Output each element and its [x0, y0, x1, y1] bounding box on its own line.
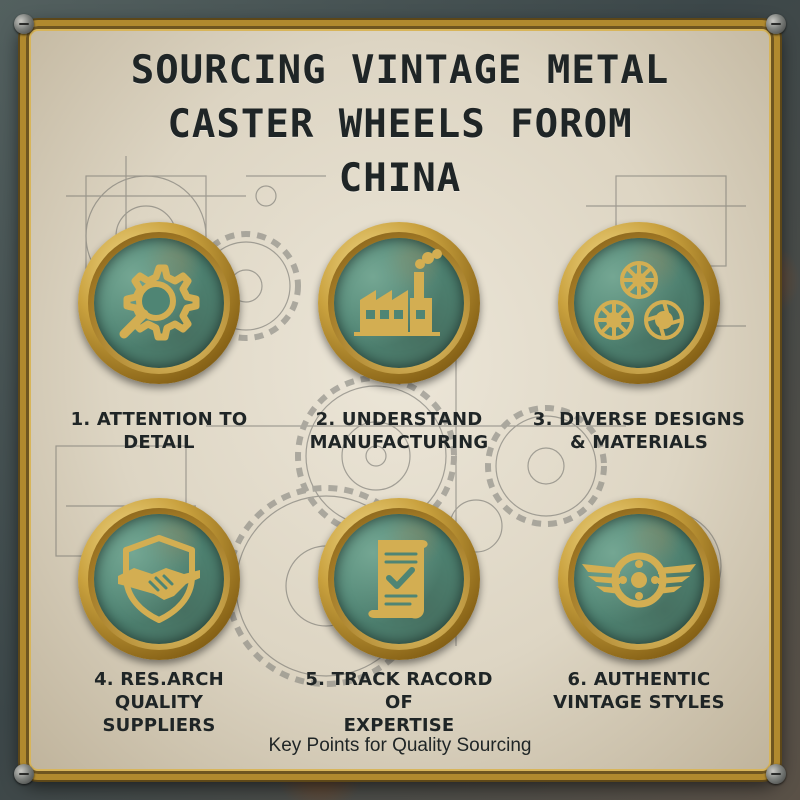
title-line-2: CASTER WHEELS FOROM	[167, 102, 633, 147]
rivet-bottom-right	[766, 764, 786, 784]
badge-diverse-designs	[558, 222, 720, 384]
certificate-scroll-icon	[368, 540, 428, 619]
gear-magnifier-icon	[119, 264, 200, 341]
badge-attention-to-detail	[78, 222, 240, 384]
winged-wheel-icon	[582, 552, 696, 608]
badge-authentic-styles	[558, 498, 720, 660]
poster-title: SOURCING VINTAGE METAL CASTER WHEELS FOR…	[30, 44, 770, 206]
rivet-bottom-left	[14, 764, 34, 784]
rivet-top-left	[14, 14, 34, 34]
item-label-3: 3. DIVERSE DESIGNS& MATERIALS	[532, 409, 746, 453]
wheels-icon	[594, 261, 684, 340]
badge-track-record	[318, 498, 480, 660]
badge-research-suppliers	[78, 498, 240, 660]
factory-icon	[354, 249, 442, 336]
rivet-top-right	[766, 14, 786, 34]
handshake-shield-icon	[118, 535, 200, 623]
title-line-3: CHINA	[338, 156, 462, 201]
footer-caption: Key Points for Quality Sourcing	[268, 735, 532, 756]
title-line-1: SOURCING VINTAGE METAL	[130, 48, 670, 93]
badge-understand-manufacturing	[318, 222, 480, 384]
